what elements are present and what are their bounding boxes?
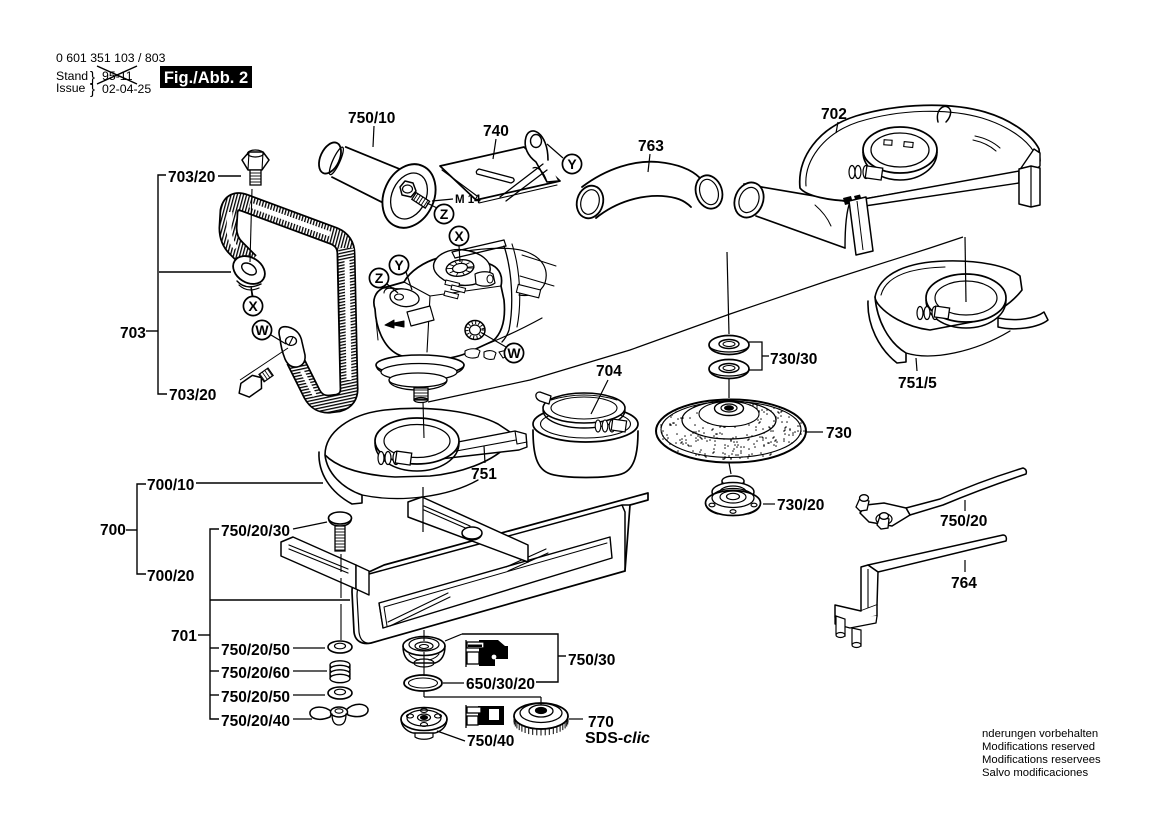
svg-text:M 14: M 14 <box>455 194 481 206</box>
svg-text:95-11: 95-11 <box>102 69 133 83</box>
svg-text:700/20: 700/20 <box>147 568 194 585</box>
svg-text:701: 701 <box>171 628 197 645</box>
svg-text:Fig./Abb. 2: Fig./Abb. 2 <box>164 69 248 87</box>
svg-text:703/20: 703/20 <box>168 169 215 186</box>
svg-text:X: X <box>454 228 464 244</box>
svg-text:703: 703 <box>120 325 146 342</box>
svg-text:750/20/30: 750/20/30 <box>221 523 290 540</box>
svg-text:Y: Y <box>394 257 404 273</box>
svg-text:W: W <box>507 345 521 361</box>
svg-text:751: 751 <box>471 466 497 483</box>
svg-text:750/40: 750/40 <box>467 733 514 750</box>
svg-text:702: 702 <box>821 106 847 123</box>
svg-text:763: 763 <box>638 138 664 155</box>
svg-text:Y: Y <box>567 156 577 172</box>
svg-text:Issue: Issue <box>56 81 86 95</box>
svg-text:Salvo modificaciones: Salvo modificaciones <box>982 767 1088 779</box>
svg-text:}: } <box>90 69 95 86</box>
svg-text:751/5: 751/5 <box>898 375 937 392</box>
svg-text:704: 704 <box>596 363 622 380</box>
svg-text:750/20/60: 750/20/60 <box>221 665 290 682</box>
svg-text:770: 770 <box>588 714 614 731</box>
svg-text:Z: Z <box>375 270 384 286</box>
svg-text:W: W <box>255 322 269 338</box>
svg-text:Stand: Stand <box>56 69 88 83</box>
svg-text:02-04-25: 02-04-25 <box>102 82 151 96</box>
svg-text:764: 764 <box>951 575 977 592</box>
svg-text:750/20/40: 750/20/40 <box>221 713 290 730</box>
svg-text:740: 740 <box>483 123 509 140</box>
svg-text:730/20: 730/20 <box>777 497 824 514</box>
svg-text:750/10: 750/10 <box>348 110 395 127</box>
svg-text:750/30: 750/30 <box>568 652 615 669</box>
svg-text:SDS-clic: SDS-clic <box>585 730 650 747</box>
svg-text:X: X <box>248 298 258 314</box>
svg-text:700: 700 <box>100 522 126 539</box>
svg-text:Modifications reservees: Modifications reservees <box>982 754 1101 766</box>
svg-text:750/20/50: 750/20/50 <box>221 642 290 659</box>
svg-text:703/20: 703/20 <box>169 387 216 404</box>
svg-text:750/20: 750/20 <box>940 513 987 530</box>
svg-text:Z: Z <box>440 206 449 222</box>
svg-text:650/30/20: 650/30/20 <box>466 676 535 693</box>
svg-text:}: } <box>90 81 95 98</box>
svg-text:Modifications reserved: Modifications reserved <box>982 741 1095 753</box>
svg-text:nderungen vorbehalten: nderungen vorbehalten <box>982 728 1098 740</box>
svg-text:750/20/50: 750/20/50 <box>221 689 290 706</box>
svg-text:700/10: 700/10 <box>147 477 194 494</box>
svg-text:0 601 351 103 / 803: 0 601 351 103 / 803 <box>56 51 166 65</box>
svg-text:730: 730 <box>826 425 852 442</box>
svg-text:730/30: 730/30 <box>770 351 817 368</box>
